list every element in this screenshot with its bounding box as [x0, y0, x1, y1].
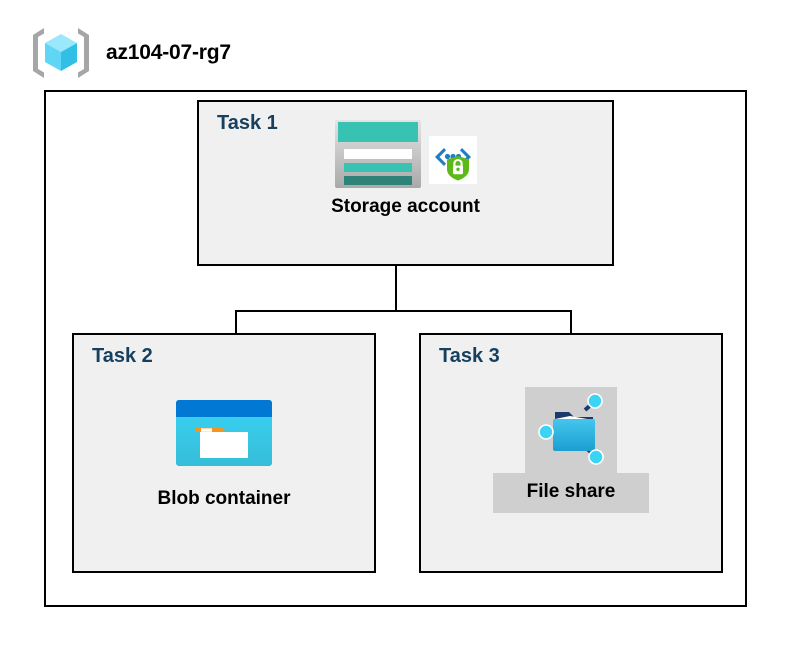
file-share-icon: [538, 393, 604, 465]
task-3-label: Task 3: [439, 345, 500, 367]
task-1-panel[interactable]: Task 1: [197, 100, 614, 266]
blob-container-node[interactable]: Blob container: [74, 400, 374, 510]
storage-account-node[interactable]: Storage account: [199, 120, 612, 218]
blob-container-caption: Blob container: [157, 488, 291, 509]
task-2-panel[interactable]: Task 2 Blob container: [72, 333, 376, 573]
storage-account-caption: Storage account: [331, 196, 480, 217]
task-3-panel[interactable]: Task 3: [419, 333, 723, 573]
file-share-node[interactable]: File share: [421, 387, 721, 513]
blob-container-icon: [176, 400, 272, 466]
storage-account-icon: [334, 120, 421, 188]
resource-group-title: az104-07-rg7: [106, 41, 231, 64]
resource-group-header: az104-07-rg7: [30, 26, 231, 80]
resource-group-icon: [33, 28, 89, 78]
storage-icon-row: [334, 120, 477, 188]
file-share-icon-plate: [525, 387, 617, 474]
file-share-caption: File share: [526, 481, 616, 502]
secure-endpoint-icon: [428, 136, 477, 184]
file-share-caption-plate: File share: [492, 473, 650, 513]
task-1-label: Task 1: [217, 112, 278, 134]
task-2-label: Task 2: [92, 345, 153, 367]
